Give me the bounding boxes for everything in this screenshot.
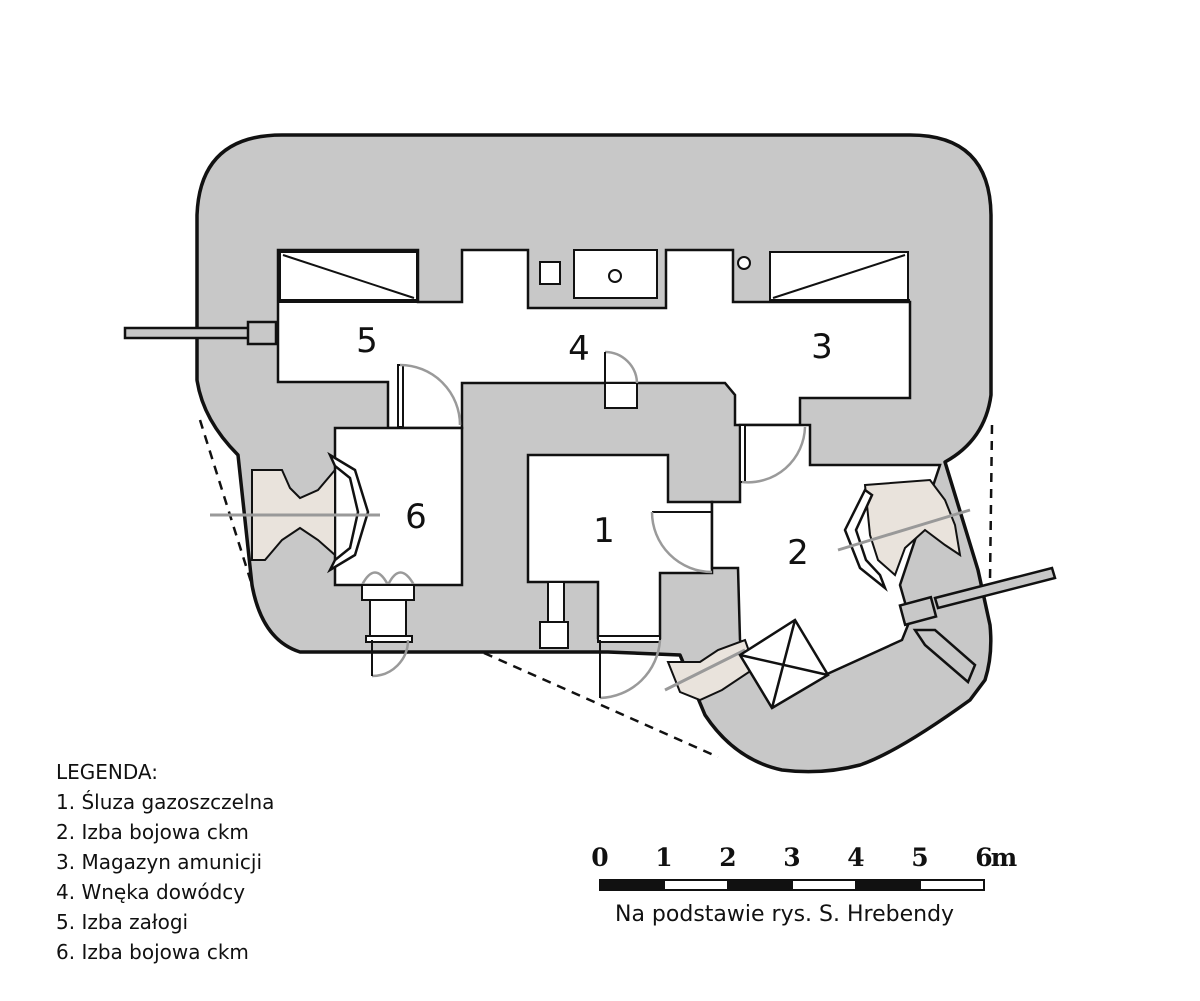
scale-bar: 0 1 2 3 4 5 6m <box>591 843 1017 891</box>
stair-post <box>539 581 569 649</box>
room-label-1: 1 <box>593 511 615 551</box>
door-1 <box>650 511 713 574</box>
scale-segment <box>855 879 921 891</box>
door-6-bottom <box>360 571 416 678</box>
legend-item: 6. Izba bojowa ckm <box>56 940 249 964</box>
scale-tick-label: 5 <box>911 843 928 872</box>
room-label-6: 6 <box>405 497 427 537</box>
scale-segment <box>919 879 985 891</box>
embrasure-right <box>837 478 971 592</box>
scale-tick-label: 6 <box>975 843 992 872</box>
source-credit: Na podstawie rys. S. Hrebendy <box>615 902 955 927</box>
scale-segment <box>663 879 729 891</box>
scale-unit-label: m <box>991 843 1017 872</box>
stove-fixture <box>539 261 561 285</box>
scale-segment <box>599 879 665 891</box>
legend-item: 2. Izba bojowa ckm <box>56 820 249 844</box>
periscope-right <box>898 566 1057 685</box>
legend-item: 5. Izba załogi <box>56 910 189 934</box>
bunk-right <box>769 251 909 301</box>
vent-fixture <box>737 256 751 270</box>
scale-tick-label: 1 <box>655 843 672 872</box>
legend-item: 3. Magazyn amunicji <box>56 850 263 874</box>
door-4-niche <box>604 350 639 409</box>
room-label-2: 2 <box>787 533 809 573</box>
door-6 <box>397 363 462 428</box>
room-label-5: 5 <box>356 321 378 361</box>
room-label-3: 3 <box>811 327 833 367</box>
room-6 <box>333 426 464 587</box>
scale-segment <box>791 879 857 891</box>
scale-tick-label: 4 <box>847 843 864 872</box>
bunk-left <box>279 251 418 301</box>
legend-item: 4. Wnęka dowódcy <box>56 880 246 904</box>
concrete-wall-mass <box>195 133 993 774</box>
scale-tick-label: 3 <box>783 843 800 872</box>
room-1 <box>526 453 714 640</box>
fixtures <box>539 249 751 299</box>
room-label-4: 4 <box>568 329 590 369</box>
embrasure-left <box>210 451 380 574</box>
shaft-box <box>738 618 830 710</box>
legend-title: LEGENDA: <box>56 760 158 784</box>
door-2-top <box>739 424 807 484</box>
scale-tick-label: 2 <box>719 843 736 872</box>
door-entrance <box>597 635 662 700</box>
scale-segment <box>727 879 793 891</box>
scale-tick-label: 0 <box>591 843 608 872</box>
legend-item: 1. Śluza gazoszczelna <box>56 790 275 814</box>
legend: LEGENDA: 1. Śluza gazoszczelna 2. Izba b… <box>56 757 274 967</box>
periscope-left <box>123 320 278 346</box>
embrasure-projection-lines <box>198 419 994 759</box>
